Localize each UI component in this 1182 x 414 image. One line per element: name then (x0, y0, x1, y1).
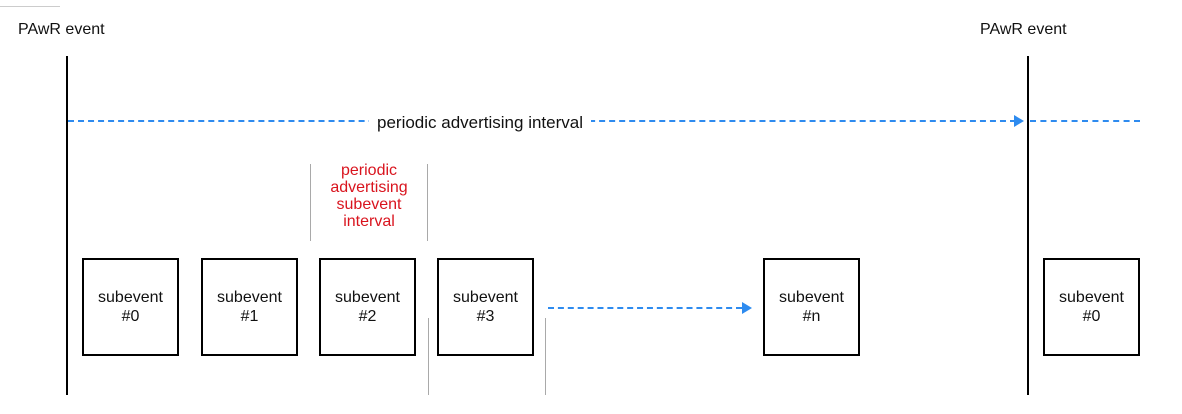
pawr-event-line-left (66, 56, 68, 395)
periodic-interval-dash-continued (1030, 120, 1140, 122)
subevent-interval-label-line: periodic (340, 162, 398, 179)
cropped-caption (0, 0, 60, 7)
subevent-box-0: subevent #0 (82, 258, 179, 356)
subevent-interval-label-line: advertising (330, 179, 408, 196)
subevent-box-0-next: subevent #0 (1043, 258, 1140, 356)
subevent-box-title: subevent (453, 289, 518, 306)
subevent-box-number: #0 (121, 308, 140, 325)
pawr-event-label-left: PAwR event (18, 21, 105, 38)
subevent-box-3: subevent #3 (437, 258, 534, 356)
subevent-interval-label-line: subevent (336, 196, 402, 213)
subevent-box-title: subevent (217, 289, 282, 306)
subevent-box-number: #n (802, 308, 821, 325)
subevent-interval-guide-left (310, 164, 311, 241)
subevent-continuation-dash (548, 307, 742, 309)
subevent-box-title: subevent (98, 289, 163, 306)
subevent-box-title: subevent (335, 289, 400, 306)
periodic-interval-arrowhead (1014, 115, 1024, 127)
subevent-box-number: #0 (1082, 308, 1101, 325)
subevent-box-2: subevent #2 (319, 258, 416, 356)
subevent-interval-label-line: interval (343, 213, 395, 230)
subevent-interval-label: periodic advertising subevent interval (309, 162, 429, 230)
pawr-event-label-right: PAwR event (980, 21, 1067, 38)
subevent-guide-lower-right (545, 318, 546, 395)
subevent-guide-lower-left (428, 318, 429, 395)
subevent-box-number: #3 (476, 308, 495, 325)
subevent-box-number: #1 (240, 308, 259, 325)
subevent-box-number: #2 (358, 308, 377, 325)
subevent-box-1: subevent #1 (201, 258, 298, 356)
subevent-interval-guide-right (427, 164, 428, 241)
pawr-event-line-right (1027, 56, 1029, 395)
subevent-box-title: subevent (779, 289, 844, 306)
subevent-box-n: subevent #n (763, 258, 860, 356)
subevent-continuation-arrowhead (742, 302, 752, 314)
subevent-box-title: subevent (1059, 289, 1124, 306)
periodic-interval-label: periodic advertising interval (369, 113, 591, 133)
